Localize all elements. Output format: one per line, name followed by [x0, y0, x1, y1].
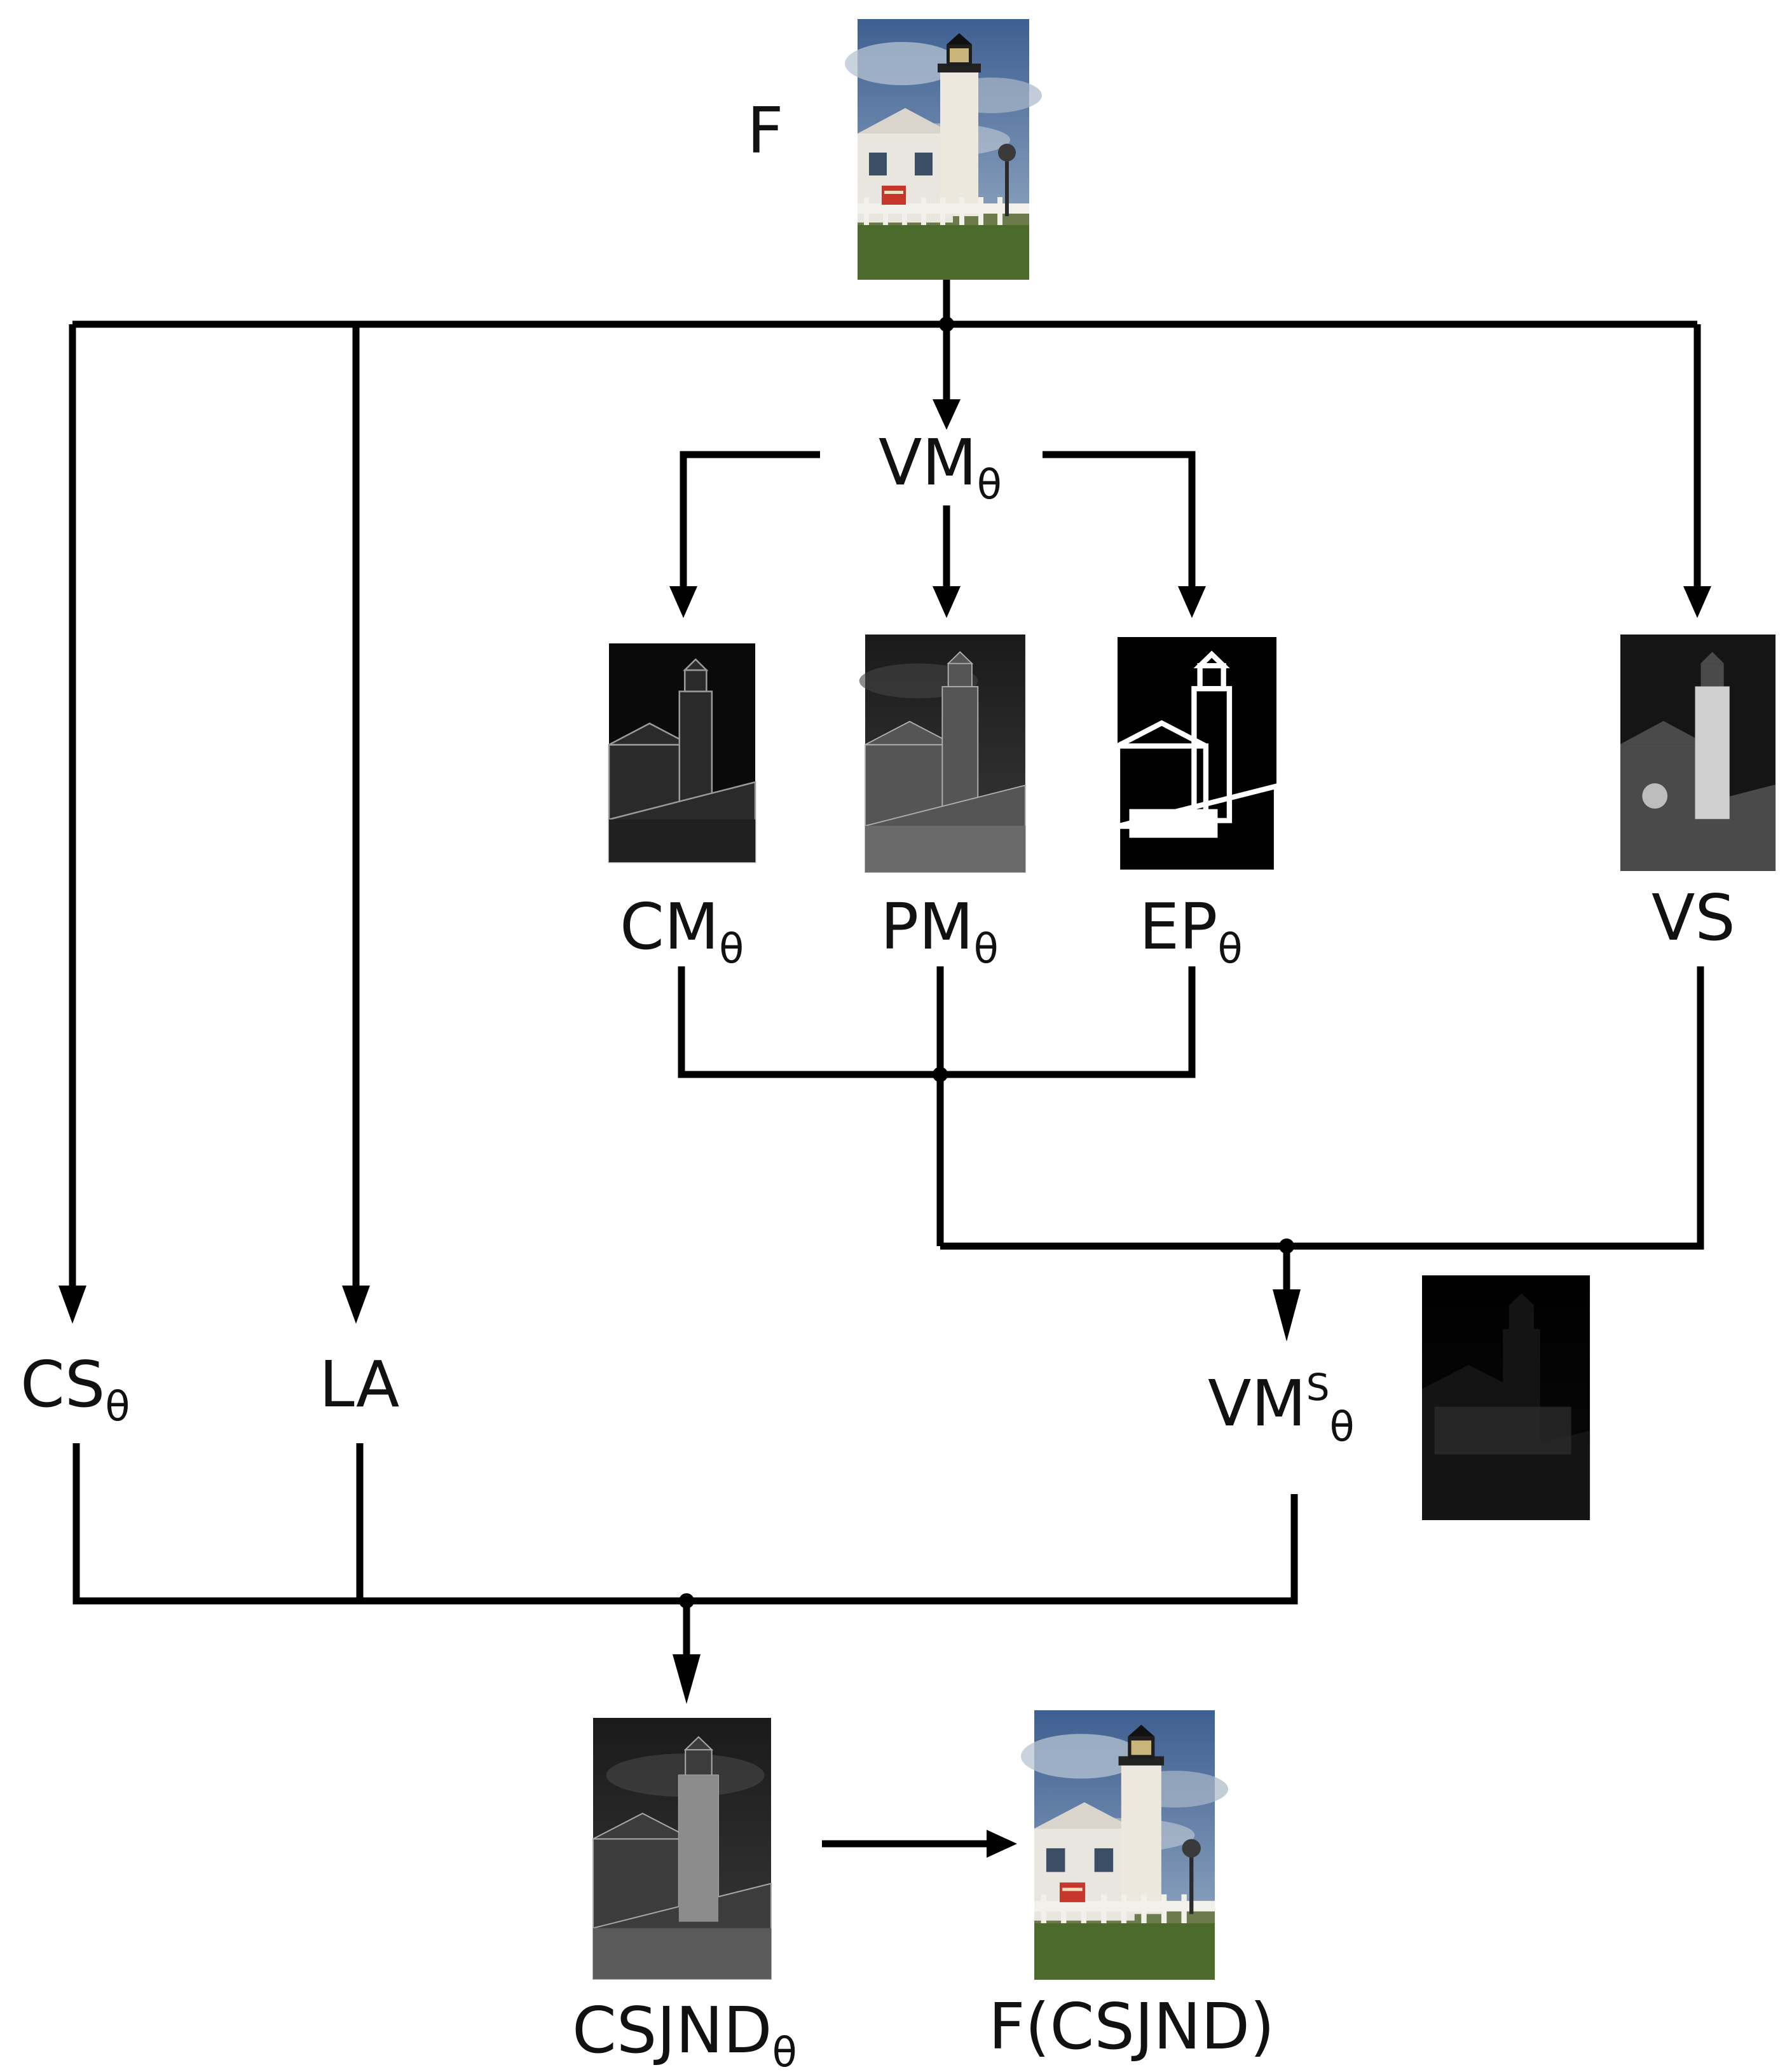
connectors [69, 280, 1704, 1848]
csjnd-image [592, 1718, 772, 1980]
label-vms: VMSθ [1208, 1366, 1355, 1451]
label-f: F [747, 93, 784, 168]
label-csjnd: CSJNDθ [572, 1993, 797, 2072]
output-image [1020, 1710, 1229, 1980]
vs-image [1620, 635, 1776, 871]
junction-dots [679, 317, 1294, 1609]
label-pm: PMθ [880, 889, 999, 973]
ep-image [1118, 637, 1276, 872]
label-ep: EPθ [1139, 889, 1243, 973]
label-vs: VS [1652, 881, 1735, 955]
input-image [845, 19, 1042, 280]
label-cm: CMθ [620, 889, 744, 973]
vms-image [1422, 1275, 1590, 1520]
label-f-csjnd: F(CSJND) [988, 1989, 1275, 2064]
label-la: LA [319, 1347, 399, 1422]
label-cs: CSθ [20, 1347, 130, 1431]
pm-image [859, 635, 1026, 873]
label-vm: VMθ [879, 425, 1002, 509]
arrowheads [58, 399, 1711, 1858]
cm-image [608, 643, 756, 863]
